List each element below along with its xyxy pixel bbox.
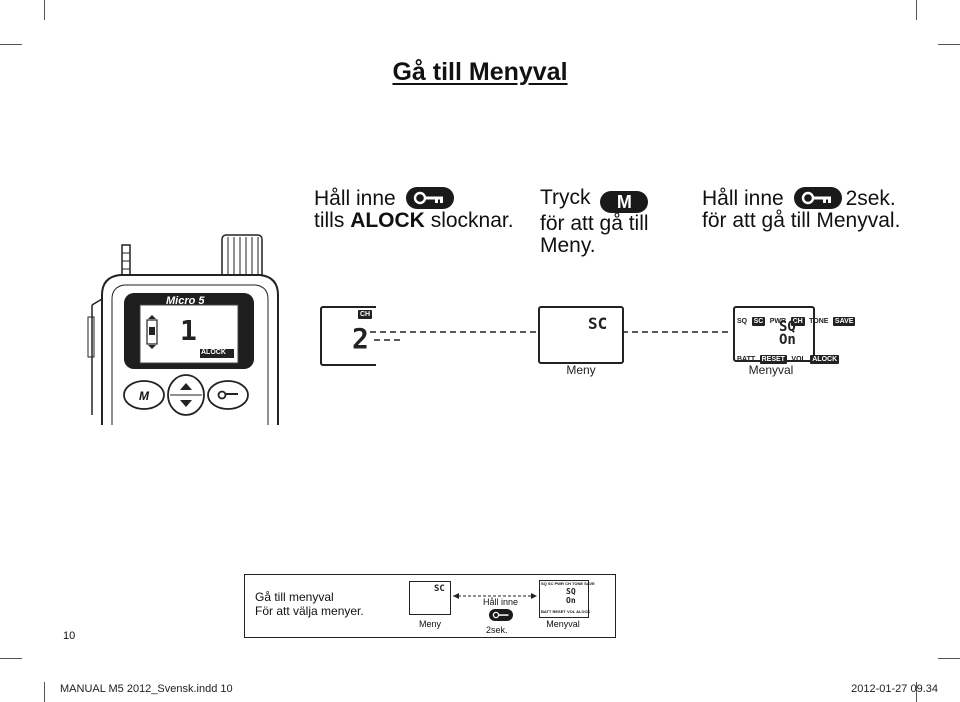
step-1-instruction: Håll inne tills ALOCK slocknar. bbox=[314, 187, 524, 232]
channel-screen: CH 2 bbox=[320, 306, 376, 366]
crop-mark bbox=[916, 682, 917, 702]
step-1-line1: Håll inne bbox=[314, 187, 396, 210]
radio-illustration bbox=[87, 234, 279, 425]
step-3-line1: Håll inne bbox=[702, 187, 784, 210]
summary-hold-label: Håll inne bbox=[483, 597, 519, 607]
channel-digit: 2 bbox=[352, 322, 369, 355]
step-2-instruction: Tryck M för att gå till Meny. bbox=[540, 187, 690, 257]
crop-mark bbox=[0, 658, 22, 659]
step-1-line2-suffix: slocknar. bbox=[430, 209, 514, 232]
crop-mark bbox=[0, 44, 22, 45]
page-number: 10 bbox=[63, 630, 76, 642]
key-icon bbox=[801, 191, 831, 205]
summary-key-button bbox=[489, 609, 513, 621]
m-button-icon: M bbox=[600, 191, 649, 213]
key-button-icon bbox=[405, 187, 454, 209]
step-2-line2: för att gå till bbox=[540, 212, 649, 235]
summary-line2: För att välja menyer. bbox=[255, 604, 364, 618]
radio-lcd-channel: 1 bbox=[180, 314, 197, 347]
summary-dashed-arrow bbox=[453, 593, 537, 599]
crop-mark bbox=[44, 0, 45, 20]
channel-chip: CH bbox=[358, 310, 373, 319]
radio-m-button: M bbox=[139, 389, 149, 403]
footer-file: MANUAL M5 2012_Svensk.indd 10 bbox=[60, 683, 233, 695]
step-3-line2: för att gå till Menyval. bbox=[702, 209, 901, 232]
crop-mark bbox=[916, 0, 917, 20]
key-icon bbox=[492, 611, 509, 619]
step-3-duration: 2sek. bbox=[845, 187, 896, 210]
step-3-instruction: Håll inne 2sek. för att gå till Menyval. bbox=[702, 187, 942, 232]
step-1-alock: ALOCK bbox=[350, 209, 425, 232]
menyval-line1: SQ bbox=[779, 319, 796, 335]
summary-meny-caption: Meny bbox=[418, 619, 441, 629]
key-button-icon bbox=[793, 187, 842, 209]
summary-line1: Gå till menyval bbox=[255, 590, 334, 604]
menyval-bottom-row: BATT RESET VOL ALOCK bbox=[737, 355, 840, 364]
crop-mark bbox=[44, 682, 45, 702]
meny-caption: Meny bbox=[566, 363, 596, 377]
menyval-top-row: SQ SC PWR CH TONE SAVE bbox=[737, 317, 856, 326]
menyval-caption: Menyval bbox=[748, 363, 794, 377]
step-1-line2-prefix: tills bbox=[314, 209, 345, 232]
step-2-line3: Meny. bbox=[540, 234, 596, 257]
summary-menyval-screen: SQ SC PWR CH TONE SAVE SQ On BATT RESET … bbox=[539, 580, 595, 618]
summary-box: Gå till menyval För att välja menyer. SC… bbox=[244, 574, 616, 638]
summary-meny-screen: SC bbox=[409, 581, 451, 615]
menyval-line2: On bbox=[779, 332, 796, 348]
page-title: Gå till Menyval bbox=[392, 58, 568, 86]
key-icon bbox=[413, 191, 443, 205]
summary-hold-duration: 2sek. bbox=[486, 625, 508, 635]
step-2-line1: Tryck bbox=[540, 186, 591, 209]
summary-menyval-caption: Menyval bbox=[546, 619, 580, 629]
footer-timestamp: 2012-01-27 09.34 bbox=[851, 683, 938, 695]
crop-mark bbox=[938, 44, 960, 45]
dashed-flow-arrows bbox=[370, 331, 732, 341]
meny-screen-display: SC bbox=[588, 314, 608, 333]
radio-lcd-alock: ALOCK bbox=[201, 349, 226, 356]
meny-screen: SC bbox=[538, 306, 624, 364]
menyval-screen: SQ SC PWR CH TONE SAVE SQ On BATT RESET … bbox=[733, 306, 856, 364]
crop-mark bbox=[938, 658, 960, 659]
radio-brand: Micro 5 bbox=[166, 295, 205, 307]
